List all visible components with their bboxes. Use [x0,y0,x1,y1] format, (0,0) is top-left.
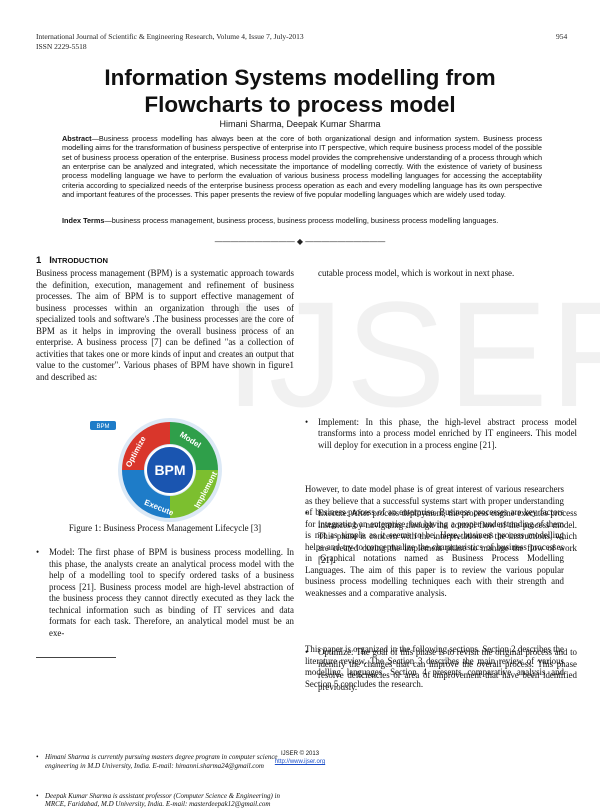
bullet-dot: • [305,508,309,519]
footnote-bullet: • [36,791,39,800]
page-number: 954 [556,32,568,41]
phase-model-segment [170,422,218,470]
index-terms-label: Index Terms [62,216,105,225]
left-column-intro: Business process management (BPM) is a s… [36,268,294,382]
footnote-2: • Deepak Kumar Sharma is assistant profes… [36,792,289,809]
footnote-bullet: • [36,753,39,762]
section-title-rest: NTRODUCTION [51,256,108,265]
bullet-model-text: Model: The first phase of BPM is busines… [49,547,294,638]
paragraph-model-phase: However, to date model phase is of great… [305,484,564,598]
phase-optimize-segment [122,422,170,470]
figure-caption: Figure 1: Business Process Management Li… [68,523,262,533]
paper-title-line-1: Information Systems modelling from [104,65,496,90]
bullet-dot: • [305,647,309,658]
section-number: 1 [36,255,42,266]
bullet-dot: • [36,547,40,557]
footnote-1-text: Himani Sharma is currently pursuing mast… [45,753,278,770]
paper-title-line-2: Flowcharts to process model [144,92,456,117]
bpm-center-label: BPM [154,462,185,478]
paragraph-organization: This paper is organized in the following… [305,644,564,689]
bullet-model: • Model: The first phase of BPM is busine… [36,547,294,639]
bpm-tag [90,421,116,430]
abstract: Abstract—Business process modelling has … [62,134,542,199]
bpm-center-circle [145,445,195,495]
bullet-execute: • Execute: After process deployment, the … [305,508,577,566]
phase-implement-segment [170,470,218,518]
issn: ISSN 2229-5518 [36,42,87,51]
journal-header: International Journal of Scientific & En… [36,32,304,41]
footer-url-wrap: http://www.ijser.org [0,759,600,765]
index-terms: Index Terms—business process management,… [62,216,542,225]
bullet-execute-text: Execute: After process deployment, the p… [318,508,577,565]
bullet-dot: • [305,416,309,427]
bpm-tag-label: BPM [96,424,109,430]
authors: Himani Sharma, Deepak Kumar Sharma [219,119,381,129]
bullet-optimize: • Optimize: The goal of this phase is to … [305,647,577,693]
footnote-2-text: Deepak Kumar Sharma is assistant profess… [45,791,280,809]
footnote-rule [36,657,116,658]
bullet-implement: • Implement: In this phase, the high-leve… [305,417,577,452]
footer-copyright: IJSER © 2013 [280,751,320,757]
bullet-implement-text: Implement: In this phase, the high-level… [318,416,577,450]
phase-execute-segment [122,470,170,518]
index-terms-text: —business process management, business p… [104,216,499,225]
section-title-first: I [49,255,52,266]
bullet-optimize-text: Optimize: The goal of this phase is to r… [318,647,577,692]
right-column-continuation: cutable process model, which is workout … [318,268,515,278]
abstract-label: Abstract [62,134,92,143]
bpm-lifecycle-diagram: BPM Model Implement Execute Optimize BPM [90,418,222,522]
section-heading: 1 INTRODUCTION [36,255,108,266]
abstract-text: —Business process modelling has always b… [62,134,542,200]
section-divider: —————————— ◆ —————————— [214,237,386,246]
footer-url-link[interactable]: http://www.ijser.org [274,759,326,765]
bpm-lifecycle-figure: BPM Model Implement Execute Optimize BPM [86,415,254,525]
footnote-1: • Himani Sharma is currently pursuing mas… [36,753,289,770]
